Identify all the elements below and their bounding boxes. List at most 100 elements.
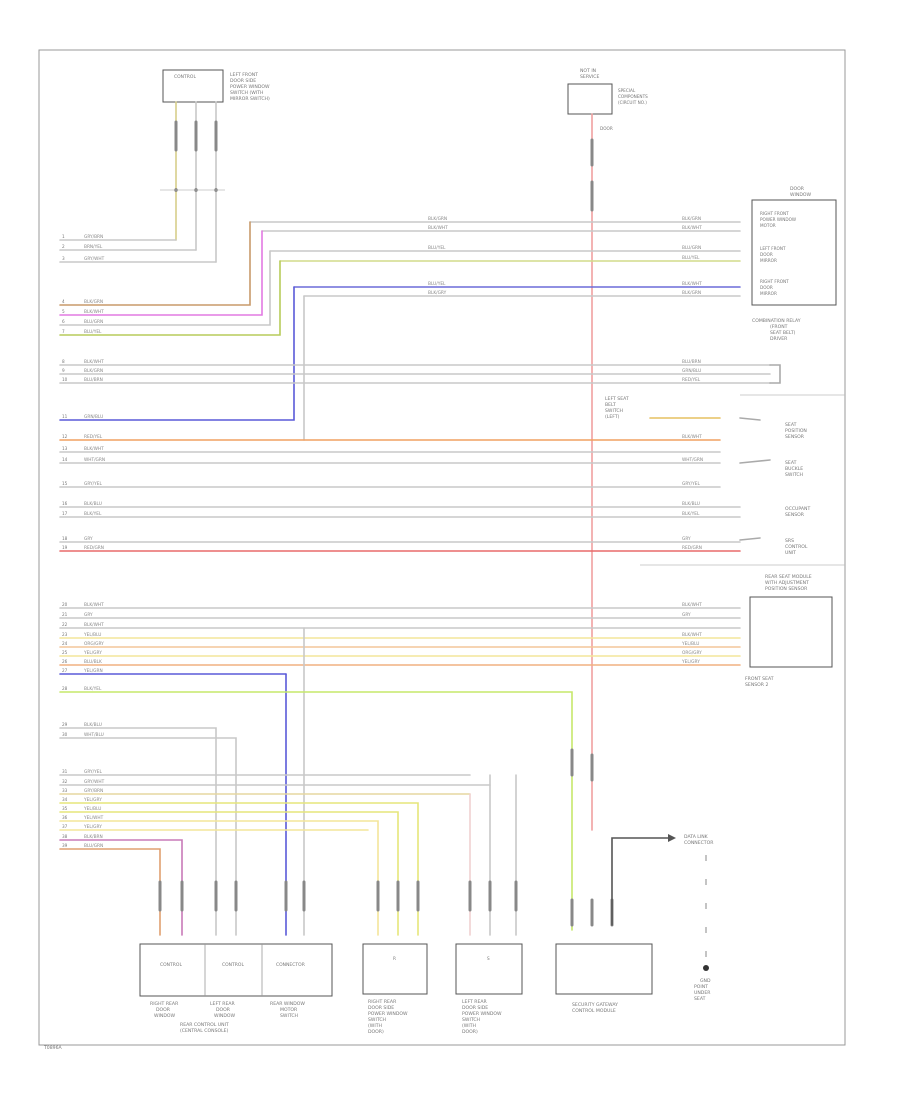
right-wire-color-label: BLK/WHT	[682, 434, 702, 440]
top-left-switch: CONTROL LEFT FRONT DOOR SIDE POWER WINDO…	[162, 69, 270, 103]
left-pin-label: 18	[62, 536, 68, 541]
brm-arrow-1: DATA LINK	[684, 834, 709, 840]
left-pin-label: 14	[62, 457, 68, 462]
left-pin-label: 27	[62, 668, 68, 673]
brm-label-2: CONTROL MODULE	[572, 1008, 616, 1014]
right-wire-color-label: GRY/YEL	[682, 481, 700, 487]
left-pin-label: 38	[62, 834, 68, 839]
rwm-sub-7: RIGHT FRONT	[760, 279, 789, 284]
top-code-5: BLK/GRY	[428, 290, 447, 296]
brm-label-1: SECURITY GATEWAY	[572, 1002, 618, 1008]
seat-switch-label-1: SEAT	[785, 422, 797, 428]
left-pin-label: 15	[62, 481, 68, 486]
top-left-switch-label-2: DOOR SIDE	[230, 78, 256, 84]
rear-seat-belt-label-3: SWITCH	[605, 408, 623, 414]
rear-seat-belt-label-1: LEFT SEAT	[605, 396, 629, 402]
left-wire-color-label: GRY/YEL	[84, 481, 102, 487]
top-left-switch-label-1: LEFT FRONT	[230, 72, 258, 78]
right-wire-color-label: BLU/GRN	[682, 245, 701, 251]
left-pin-label: 17	[62, 511, 68, 516]
blg-inner-2: CONTROL	[222, 962, 244, 968]
seat-switch: SEAT POSITION SENSOR	[785, 422, 807, 440]
rwm-sub-2: POWER WINDOW	[760, 217, 796, 222]
top-power-box-pin-3: (CIRCUIT NO.)	[618, 100, 647, 105]
bottom-mid2-pin: S	[487, 956, 490, 961]
left-pin-labels: 1234567891011121314151617181920212223242…	[62, 234, 68, 848]
right-wire-color-label: BLK/WHT	[682, 632, 702, 638]
bottom-mid2-u3: POWER WINDOW	[462, 1011, 502, 1017]
blg-unit2-1: LEFT REAR	[210, 1001, 236, 1007]
bottom-mid1-u2: DOOR SIDE	[368, 1005, 394, 1011]
occupant-sensor-label-1: OCCUPANT	[785, 506, 810, 512]
left-pin-label: 37	[62, 824, 68, 829]
bottom-mid1-u1: RIGHT REAR	[368, 999, 397, 1005]
blg-caption-2: (CENTRAL CONSOLE)	[180, 1028, 229, 1034]
rear-seat-module-label-3: POSITION SENSOR	[765, 586, 808, 592]
right-wire-color-label: BLU/YEL	[682, 255, 700, 261]
ground-label-1: GND	[700, 978, 711, 984]
left-pin-label: 21	[62, 612, 68, 617]
left-pin-label: 35	[62, 806, 68, 811]
blg-unit3-2: MOTOR	[280, 1007, 298, 1013]
left-pin-label: 28	[62, 686, 68, 691]
footer-code: T0896A	[43, 1045, 62, 1051]
left-pin-label: 9	[62, 368, 65, 373]
rear-seat-belt-label-4: (LEFT)	[605, 414, 620, 420]
airbag-unit-label-3: UNIT	[785, 550, 796, 556]
top-code-2: BLK/WHT	[428, 225, 448, 231]
left-pin-label: 12	[62, 434, 68, 439]
occupant-sensor-label-2: SENSOR	[785, 512, 805, 518]
left-color-labels: GRY/BRNBRN/YELGRY/WHTBLK/GRNBLK/WHTBLU/G…	[83, 234, 105, 849]
buckle-switch: SEAT BUCKLE SWITCH	[785, 460, 803, 478]
left-pin-label: 19	[62, 545, 68, 550]
top-code-4: BLU/YEL	[428, 281, 446, 287]
left-wire-color-label: GRY	[84, 536, 93, 542]
left-wire-color-label: BLK/GRN	[84, 368, 103, 374]
combination-relay: COMBINATION RELAY (FRONT SEAT BELT) DRIV…	[752, 318, 801, 342]
left-wire-color-label: GRN/BLU	[84, 414, 103, 420]
left-pin-label: 2	[62, 244, 65, 249]
left-pin-label: 26	[62, 659, 68, 664]
left-wire-color-label: BLU/GRN	[84, 843, 103, 849]
left-wire-color-label: YEL/GRN	[83, 668, 103, 674]
left-pin-label: 31	[62, 769, 68, 774]
occupant-sensor: OCCUPANT SENSOR	[785, 506, 810, 518]
top-power-box-label-1: NOT IN	[580, 68, 596, 74]
buckle-switch-label-2: BUCKLE	[785, 466, 803, 472]
right-wire-color-label: YEL/BLU	[681, 641, 699, 647]
rear-seat-module-label-2: WITH ADJUSTMENT	[765, 580, 809, 586]
airbag-unit-label-1: SRS	[785, 538, 794, 544]
left-pin-label: 7	[62, 329, 65, 334]
left-wire-color-label: YEL/BLU	[83, 806, 101, 812]
right-wire-color-label: GRN/BLU	[682, 368, 701, 374]
right-wire-color-label: BLK/WHT	[682, 602, 702, 608]
top-wire-codes: BLK/GRN BLK/WHT BLU/YEL BLU/YEL BLK/GRY	[428, 216, 448, 296]
rwm-sub-4: LEFT FRONT	[760, 246, 786, 251]
bottom-right-module: SECURITY GATEWAY CONTROL MODULE DATA LIN…	[555, 834, 714, 1014]
blg-inner-3: CONNECTOR	[276, 962, 305, 968]
right-wire-color-label: BLK/WHT	[682, 281, 702, 287]
bottom-mid1-pin: R	[393, 956, 396, 961]
left-wire-color-label: BLU/BRN	[84, 377, 103, 383]
left-pin-label: 1	[62, 234, 65, 239]
left-pin-label: 30	[62, 732, 68, 737]
blg-unit3-3: SWITCH	[280, 1013, 298, 1019]
seat-switch-label-2: POSITION	[785, 428, 807, 434]
blg-unit1-1: RIGHT REAR	[150, 1001, 179, 1007]
ground-point: GND POINT UNDER SEAT	[694, 855, 711, 1002]
rwm-sub-3: MOTOR	[760, 223, 776, 228]
seat-switch-label-3: SENSOR	[785, 434, 805, 440]
bottom-mid1-u5: (WITH	[368, 1023, 382, 1029]
rear-seat-belt: LEFT SEAT BELT SWITCH (LEFT)	[605, 396, 629, 420]
bottom-mid1: R RIGHT REAR DOOR SIDE POWER WINDOW SWIT…	[362, 943, 428, 1035]
left-wire-color-label: ORG/GRY	[84, 641, 104, 647]
left-wire-color-label: BLU/YEL	[84, 329, 102, 335]
bottom-mid2-u4: SWITCH	[462, 1017, 480, 1023]
right-window-motor-label-2: WINDOW	[790, 192, 811, 198]
left-wire-color-label: RED/GRN	[84, 545, 104, 551]
ground-label-2: POINT	[694, 984, 708, 990]
blg-inner-1: CONTROL	[160, 962, 182, 968]
rear-seat-belt-label-2: BELT	[605, 402, 616, 408]
left-wire-color-label: GRY/BRN	[84, 788, 103, 794]
